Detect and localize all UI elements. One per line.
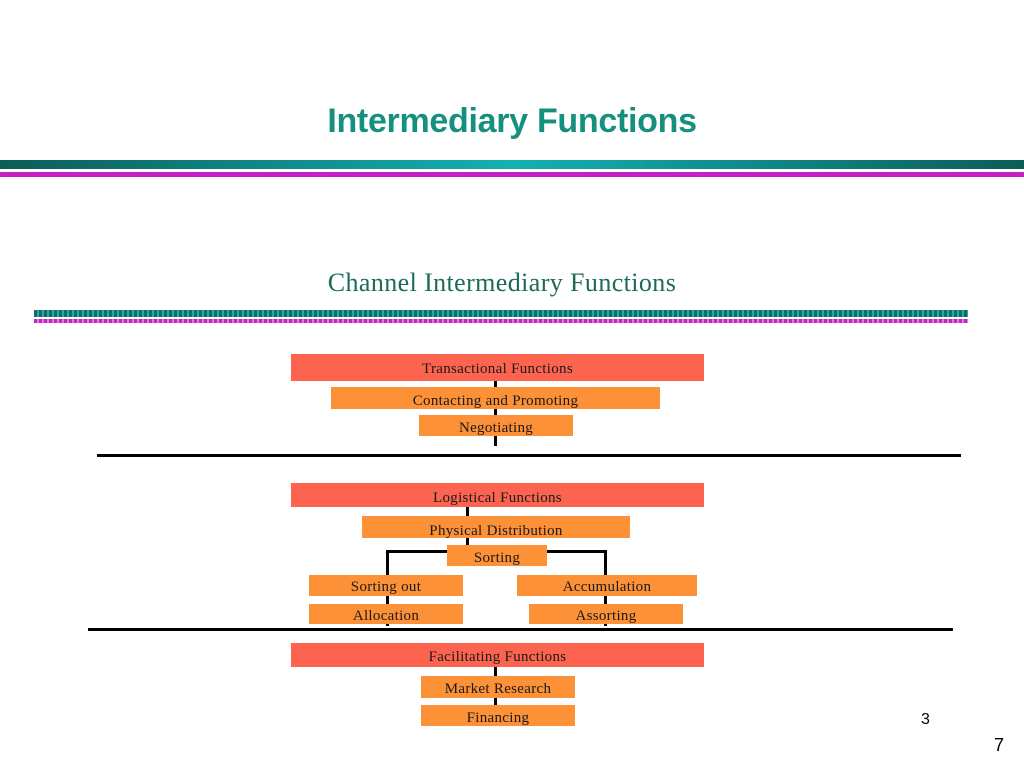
- diagram-title-magenta-band: [34, 319, 968, 323]
- diagram-title-teal-band: [34, 310, 968, 317]
- allocation-box: Allocation: [309, 604, 463, 624]
- facilitating-functions-box: Facilitating Functions: [291, 643, 704, 667]
- logistical-functions-box: Logistical Functions: [291, 483, 704, 507]
- physical-distribution-box: Physical Distribution: [362, 516, 630, 539]
- transactional-connector: [494, 380, 497, 446]
- transactional-functions-box: Transactional Functions: [291, 354, 704, 381]
- accumulation-box: Accumulation: [517, 575, 697, 596]
- slide-page-number: 7: [994, 735, 1005, 755]
- sorting-out-box: Sorting out: [309, 575, 463, 596]
- title-teal-band: [0, 160, 1024, 169]
- section-divider-2: [88, 628, 953, 631]
- financing-box: Financing: [421, 705, 575, 726]
- diagram-title: Channel Intermediary Functions: [327, 268, 677, 297]
- negotiating-box: Negotiating: [419, 415, 573, 436]
- diagram-page-marker: 3: [921, 711, 930, 728]
- sorting-box: Sorting: [447, 545, 547, 566]
- section-divider-1: [97, 454, 961, 457]
- contacting-promoting-box: Contacting and Promoting: [331, 387, 660, 409]
- market-research-box: Market Research: [421, 676, 575, 698]
- title-magenta-band: [0, 172, 1024, 177]
- assorting-box: Assorting: [529, 604, 683, 624]
- slide-title: Intermediary Functions: [327, 102, 697, 140]
